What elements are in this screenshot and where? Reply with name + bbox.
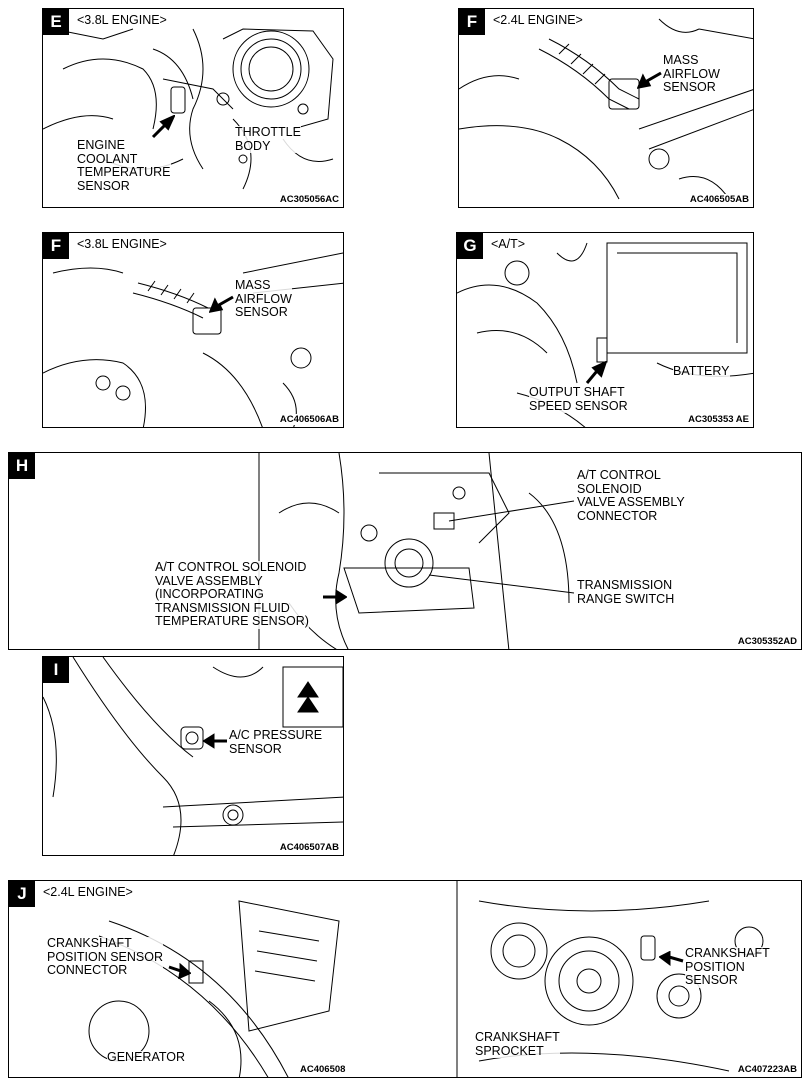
panel-e: E <3.8L ENGINE> ENGINE COOLANT TEMPERATU… bbox=[42, 8, 344, 208]
pointer-arrow-icon bbox=[659, 951, 684, 966]
label-throttle-body: THROTTLE BODY bbox=[235, 125, 301, 153]
panel-g: G <A/T> BATTERY OUTPUT SHAFT SPEED SENSO… bbox=[456, 232, 754, 428]
panel-i: I A/C PRESSURE SENSOR AC406507AB bbox=[42, 656, 344, 856]
label-transmission-range-switch: TRANSMISSION RANGE SWITCH bbox=[577, 578, 675, 606]
label-at-control-solenoid-valve-assembly-connector: A/T CONTROL SOLENOID VALVE ASSEMBLY CONN… bbox=[577, 468, 685, 523]
label-generator: GENERATOR bbox=[107, 1050, 186, 1065]
panel-f-2-4l: F <2.4L ENGINE> MASS AIRFLOW SENSOR AC40… bbox=[458, 8, 754, 208]
pointer-arrow-icon bbox=[209, 295, 234, 313]
pointer-arrow-icon bbox=[323, 589, 347, 605]
panel-letter: J bbox=[9, 881, 35, 907]
figure-code: AC305353 AE bbox=[687, 414, 750, 425]
panel-h: H A/T CONTROL SOLENOID VALVE ASSEMBLY CO… bbox=[8, 452, 802, 650]
engine-illustration-i bbox=[43, 657, 343, 855]
pointer-arrow-icon bbox=[168, 963, 191, 979]
panel-letter: H bbox=[9, 453, 35, 479]
figure-code-right: AC407223AB bbox=[736, 1064, 798, 1075]
panel-heading: <2.4L ENGINE> bbox=[41, 885, 135, 900]
label-engine-coolant-temperature-sensor: ENGINE COOLANT TEMPERATURE SENSOR bbox=[77, 138, 171, 193]
panel-letter: F bbox=[459, 9, 485, 35]
panel-heading: <3.8L ENGINE> bbox=[75, 237, 169, 252]
engine-illustration-f2 bbox=[43, 252, 343, 427]
figure-code: AC406505AB bbox=[688, 194, 750, 205]
panel-letter: I bbox=[43, 657, 69, 683]
leader-lines bbox=[428, 500, 575, 594]
figure-code: AC406507AB bbox=[278, 842, 340, 853]
label-output-shaft-speed-sensor: OUTPUT SHAFT SPEED SENSOR bbox=[529, 385, 628, 413]
pointer-arrow-icon bbox=[203, 733, 227, 749]
engine-illustration-j bbox=[88, 881, 764, 1077]
label-crankshaft-position-sensor-connector: CRANKSHAFT POSITION SENSOR CONNECTOR bbox=[47, 936, 163, 978]
pointer-arrow-icon bbox=[151, 115, 175, 139]
label-mass-airflow-sensor: MASS AIRFLOW SENSOR bbox=[663, 53, 720, 95]
label-crankshaft-position-sensor: CRANKSHAFT POSITION SENSOR bbox=[685, 946, 770, 988]
panel-heading: <2.4L ENGINE> bbox=[491, 13, 585, 28]
figure-code: AC305056AC bbox=[278, 194, 340, 205]
label-at-control-solenoid-valve-assembly: A/T CONTROL SOLENOID VALVE ASSEMBLY (INC… bbox=[155, 560, 309, 629]
panel-f-3-8l: F <3.8L ENGINE> MASS AIRFLOW SENSOR AC40… bbox=[42, 232, 344, 428]
pointer-arrow-icon bbox=[585, 361, 607, 384]
panel-heading: <A/T> bbox=[489, 237, 528, 252]
panel-letter: F bbox=[43, 233, 69, 259]
figure-code: AC406506AB bbox=[278, 414, 340, 425]
figure-code-left: AC406508 bbox=[299, 1064, 347, 1075]
label-crankshaft-sprocket: CRANKSHAFT SPROCKET bbox=[475, 1030, 560, 1058]
figure-code: AC305352AD bbox=[736, 636, 798, 647]
panel-letter: G bbox=[457, 233, 483, 259]
label-ac-pressure-sensor: A/C PRESSURE SENSOR bbox=[229, 728, 323, 756]
label-mass-airflow-sensor: MASS AIRFLOW SENSOR bbox=[235, 278, 292, 320]
panel-letter: E bbox=[43, 9, 69, 35]
pointer-arrow-icon bbox=[637, 71, 662, 89]
panel-heading: <3.8L ENGINE> bbox=[75, 13, 169, 28]
panel-j: J <2.4L ENGINE> CRANKSHAFT POSITION SENS… bbox=[8, 880, 802, 1078]
engine-illustration-f1 bbox=[459, 18, 753, 200]
label-battery: BATTERY bbox=[673, 364, 730, 379]
